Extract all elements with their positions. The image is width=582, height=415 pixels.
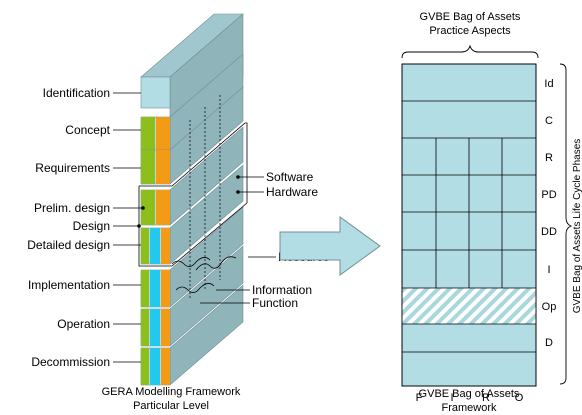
gera-caption-line2: Particular Level bbox=[133, 400, 209, 412]
gera-block-prelim-design bbox=[140, 126, 244, 226]
phase-label-detailed-design: Detailed design bbox=[27, 238, 110, 252]
gvbe-side-title: GVBE Bag of Assets Life Cycle Phases bbox=[572, 139, 582, 314]
gera-phase-labels: Identification Concept Requirements Prel… bbox=[27, 86, 145, 369]
gvbe-row-label-pd: PD bbox=[541, 189, 556, 201]
phase-label-prelim-design: Prelim. design bbox=[34, 201, 110, 215]
gvbe-top-title: GVBE Bag of Assets Practice Aspects bbox=[420, 11, 521, 37]
gvbe-row-label-i: I bbox=[547, 264, 550, 276]
gvbe-col-label-r: R bbox=[482, 392, 490, 404]
gvbe-side-brace bbox=[559, 63, 573, 385]
gvbe-caption-line2: Framework bbox=[441, 402, 497, 414]
gvbe-row-label-op: Op bbox=[542, 301, 557, 313]
view-label-software: Software bbox=[266, 170, 314, 184]
gvbe-row-label-dd: DD bbox=[541, 226, 557, 238]
gera-grouping-frames bbox=[138, 122, 248, 267]
gvbe-title-line1: GVBE Bag of Assets bbox=[420, 11, 521, 23]
phase-label-identification: Identification bbox=[43, 86, 110, 100]
gvbe-row-op-hatch bbox=[402, 288, 536, 324]
phase-label-design: Design bbox=[73, 219, 110, 233]
transform-arrow bbox=[279, 216, 381, 276]
gvbe-caption-line1: GVBE Bag of Assets bbox=[419, 388, 520, 400]
gera-block-decommission bbox=[140, 284, 244, 386]
phase-label-requirements: Requirements bbox=[35, 161, 110, 175]
view-label-information: Information bbox=[252, 283, 312, 297]
gera-block-implementation bbox=[140, 206, 244, 308]
gvbe-column-labels: F I R O bbox=[416, 392, 524, 404]
gera-face-arrows bbox=[171, 256, 237, 293]
gvbe-title-line2: Practice Aspects bbox=[429, 25, 511, 37]
phase-label-decommission: Decommission bbox=[31, 355, 110, 369]
gvbe-grid bbox=[401, 63, 537, 387]
view-label-hardware: Hardware bbox=[266, 185, 318, 199]
phase-label-concept: Concept bbox=[65, 123, 110, 137]
gera-block-detailed-design bbox=[140, 164, 244, 265]
gera-caption-line1: GERA Modelling Framework bbox=[102, 386, 241, 398]
gvbe-col-label-f: F bbox=[416, 392, 423, 404]
gvbe-row-label-d: D bbox=[545, 337, 553, 349]
phase-label-operation: Operation bbox=[57, 317, 110, 331]
gera-view-dividers bbox=[189, 95, 221, 300]
gvbe-row-label-r: R bbox=[545, 152, 553, 164]
gera-block-requirements bbox=[140, 86, 244, 185]
gera-block-concept bbox=[140, 53, 244, 152]
gvbe-col-label-i: I bbox=[450, 392, 453, 404]
gvbe-row-label-id: Id bbox=[544, 78, 553, 90]
gera-block-operation bbox=[140, 245, 244, 347]
gvbe-row-label-c: C bbox=[545, 115, 553, 127]
view-label-function: Function bbox=[252, 296, 298, 310]
phase-label-implementation: Implementation bbox=[28, 278, 110, 292]
gvbe-caption: GVBE Bag of Assets Framework bbox=[419, 388, 520, 414]
gvbe-col-label-o: O bbox=[515, 392, 524, 404]
gvbe-top-brace bbox=[401, 44, 539, 59]
gvbe-row-labels: Id C R PD DD I Op D bbox=[541, 78, 557, 349]
gera-block-stack bbox=[138, 13, 248, 386]
gera-caption: GERA Modelling Framework Particular Leve… bbox=[102, 386, 241, 412]
